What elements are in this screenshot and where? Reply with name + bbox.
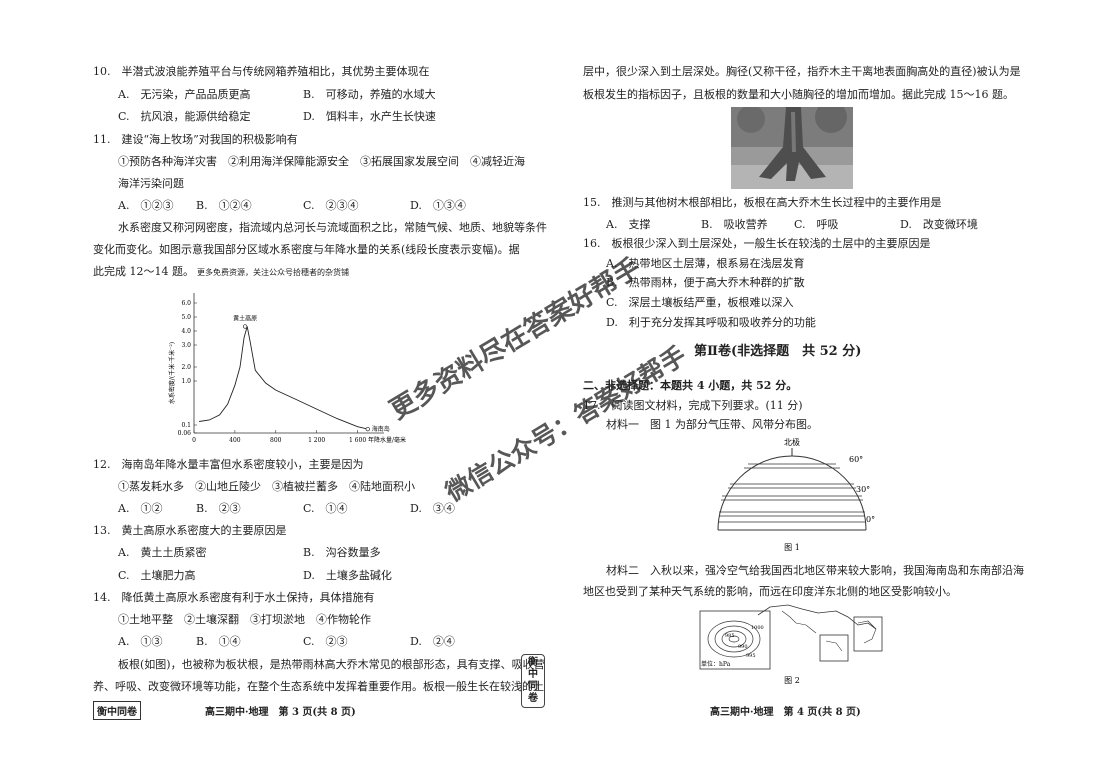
x-axis-label: 年降水量/毫米 — [368, 436, 406, 444]
water-density-chart: 0 400 800 1 200 1 600 0.060.1 1.0 2.0 3.0 4.0 5.0 6… — [168, 293, 406, 444]
q16-option-b: B. 热带雨林，便于高大乔木种群的扩散 — [606, 276, 805, 289]
buttress-line-3: 层中，很少深入到土层深处。胸径(又称干径，指乔木主干离地表面胸高处的直径)被认为… — [583, 65, 1021, 78]
q12-option-d: D. ③④ — [410, 502, 455, 515]
y-tick-label: 5.0 — [181, 314, 191, 321]
q13-option-d: D. 土壤多盐碱化 — [303, 569, 392, 582]
q10-option-b: B. 可移动，养殖的水域大 — [303, 88, 436, 101]
y-tick-label: 6.0 — [181, 300, 191, 307]
material-2-line-2: 地区也受到了某种天气系统的影响，而远在印度洋东北侧的地区受影响较小。 — [583, 585, 957, 598]
page-4: 层中，很少深入到土层深处。胸径(又称干径，指乔木主干离地表面胸高处的直径)被认为… — [548, 0, 1096, 757]
q15-option-b: B. 吸收营养 — [701, 218, 768, 231]
part-2-heading: 第Ⅱ卷(非选择题 共 52 分) — [694, 344, 862, 359]
side-stamp: 衡中同卷 — [521, 654, 545, 708]
q16-stem: 16. 板根很少深入到土层深处，一般生长在较浅的土层中的主要原因是 — [583, 237, 931, 250]
intro-line-2: 变化而变化。如图示意我国部分区域水系密度与年降水量的关系(线段长度表示变幅)。据 — [93, 243, 520, 256]
buttress-intro-line-2: 养、呼吸、改变微环境等功能，在整个生态系统中发挥着重要作用。板根一般生长在较浅的… — [93, 680, 544, 693]
q12-statements: ①蒸发耗水多 ②山地丘陵少 ③植被拦蓄多 ④陆地面积小 — [118, 480, 415, 493]
y-tick-label: 0.06 — [178, 430, 192, 437]
y-tick-label: 3.0 — [181, 342, 191, 349]
material-1: 材料一 图 1 为部分气压带、风带分布图。 — [606, 418, 818, 431]
page-3: 10. 半潜式波浪能养殖平台与传统网箱养殖相比，其优势主要体现在 A. 无污染，… — [93, 65, 547, 720]
q16-option-a: A. 热带地区土层薄，根系易在浅层发育 — [606, 257, 805, 270]
annotation-point — [242, 324, 248, 329]
q11-option-b: B. ①②④ — [196, 199, 252, 212]
intro-line-1: 水系密度又称河网密度，指流域内总河长与流域面积之比，常随气候、地质、地貌等条件 — [118, 221, 547, 234]
q13-option-b: B. 沟谷数量多 — [303, 546, 381, 559]
q16-option-c: C. 深层土壤板结严重，板根难以深入 — [606, 296, 794, 309]
q11-option-d: D. ①③④ — [410, 199, 466, 212]
isobar-1000: 1000 — [751, 625, 764, 631]
q10-option-c: C. 抗风浪，能源供给稳定 — [118, 110, 251, 123]
q17-stem: 17. 阅读图文材料，完成下列要求。(11 分) — [583, 399, 803, 412]
y-tick-label: 0.1 — [181, 422, 191, 429]
q11-option-a: A. ①②③ — [118, 199, 174, 212]
q10-option-a: A. 无污染，产品品质更高 — [118, 88, 251, 101]
buttress-root-photo — [731, 107, 853, 189]
y-tick-label: 1.0 — [181, 378, 191, 385]
x-tick-label: 1 200 — [308, 437, 325, 444]
q13-option-c: C. 土壤肥力高 — [118, 569, 196, 582]
q15-option-d: D. 改变微环境 — [900, 218, 978, 231]
isobar-985: 985 — [725, 633, 735, 639]
q14-option-a: A. ①③ — [118, 635, 163, 648]
part-2-instructions: 二、非选择题：本题共 4 小题，共 52 分。 — [583, 379, 798, 392]
q12-option-a: A. ①② — [118, 502, 163, 515]
figure-1-caption: 图 1 — [784, 543, 800, 552]
page-footer-right: 高三期中·地理 第 4 页(共 8 页) — [710, 707, 861, 718]
x-tick-label: 800 — [270, 437, 282, 444]
q14-option-c: C. ②③ — [303, 635, 348, 648]
buttress-line-4: 板根发生的指标因子，且板根的数量和大小随胸径的增加而增加。据此完成 15～16 … — [583, 88, 1014, 101]
q11-statements: ①预防各种海洋灾害 ②利用海洋保障能源安全 ③拓展国家发展空间 ④减轻近海 — [118, 155, 525, 168]
q13-option-a: A. 黄土土质紧密 — [118, 546, 207, 559]
x-tick-label: 0 — [192, 437, 196, 444]
resource-note: 更多免费资源，关注公众号拾穗者的杂货铺 — [197, 268, 349, 277]
q14-statements: ①土地平整 ②土壤深翻 ③打坝淤地 ④作物轮作 — [118, 613, 371, 626]
intro-line-3: 此完成 12～14 题。 — [93, 265, 194, 278]
q11-statements-cont: 海洋污染问题 — [118, 177, 184, 190]
page-footer-left: 高三期中·地理 第 3 页(共 8 页) — [205, 707, 356, 718]
x-tick-label: 400 — [229, 437, 241, 444]
figure-2-caption: 图 2 — [784, 676, 800, 685]
lat-0-label: 0° — [866, 515, 875, 524]
isobar-990: 990 — [738, 644, 748, 650]
q12-stem: 12. 海南岛年降水量丰富但水系密度较小，主要是因为 — [93, 458, 364, 471]
material-2-line-1: 材料二 入秋以来，强冷空气给我国西北地区带来较大影响，我国海南岛和东南部沿海 — [606, 564, 1024, 577]
q14-option-d: D. ②④ — [410, 635, 455, 648]
north-pole-label: 北极 — [784, 437, 800, 447]
series-badge: 衡中同卷 — [93, 701, 141, 720]
q10-option-d: D. 饵料丰，水产生长快速 — [303, 110, 436, 123]
y-axis-label: 水系密度/(千米·千米⁻²) — [168, 342, 176, 404]
buttress-intro-line-1: 板根(如图)，也被称为板状根，是热带雨林高大乔木常见的根部形态，具有支撑、吸收营 — [118, 658, 545, 671]
q15-option-c: C. 呼吸 — [794, 218, 839, 231]
lat-60-label: 60° — [849, 455, 863, 464]
q15-option-a: A. 支撑 — [606, 218, 651, 231]
q10-stem: 10. 半潜式波浪能养殖平台与传统网箱养殖相比，其优势主要体现在 — [93, 65, 430, 78]
x-tick-label: 1 600 — [349, 437, 366, 444]
weather-map-figure: 985 990 995 1000 单位：hPa 图 2 — [699, 604, 883, 685]
lat-30-label: 30° — [856, 485, 870, 494]
q15-stem: 15. 推测与其他树木根部相比，板根在高大乔木生长过程中的主要作用是 — [583, 196, 942, 209]
pressure-unit: 单位：hPa — [701, 660, 731, 668]
q11-option-c: C. ②③④ — [303, 199, 359, 212]
y-tick-label: 4.0 — [181, 328, 191, 335]
annotation-label: 黄土高原 — [233, 314, 257, 322]
stamp-text: 衡中同卷 — [528, 657, 538, 704]
q12-option-b: B. ②③ — [196, 502, 241, 515]
q14-stem: 14. 降低黄土高原水系密度有利于水土保持，具体措施有 — [93, 591, 375, 604]
q12-option-c: C. ①④ — [303, 502, 348, 515]
y-tick-label: 2.0 — [181, 364, 191, 371]
density-curve — [199, 326, 368, 430]
q14-option-b: B. ①④ — [196, 635, 241, 648]
pressure-belt-figure: 北极 60° 30° 0° 图 1 — [717, 437, 875, 552]
q11-stem: 11. 建设“海上牧场”对我国的积极影响有 — [93, 133, 298, 146]
annotation-point — [365, 426, 370, 432]
isobar-995: 995 — [746, 653, 756, 659]
q16-option-d: D. 利于充分发挥其呼吸和吸收养分的功能 — [606, 316, 816, 329]
q13-stem: 13. 黄土高原水系密度大的主要原因是 — [93, 524, 287, 537]
annotation-label: 海南岛 — [372, 425, 390, 433]
